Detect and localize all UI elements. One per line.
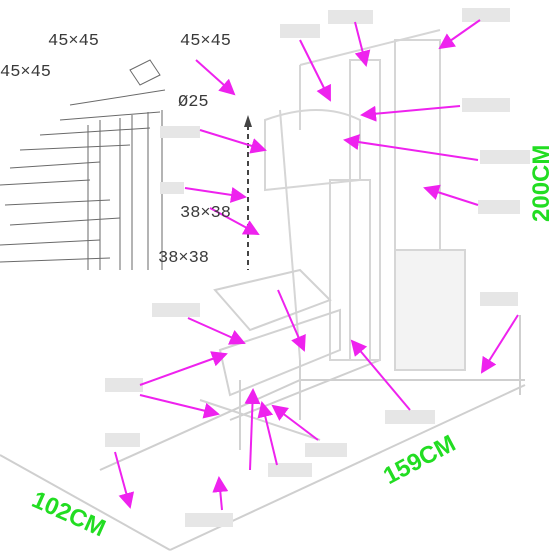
tube-label-a: 45×45	[48, 32, 100, 51]
height-dimension: 200CM	[528, 144, 555, 222]
leader-arrows	[114, 19, 519, 511]
dashed-line-arrowhead	[244, 115, 252, 127]
tube-label-f: 38×38	[158, 249, 210, 268]
tower-frame	[264, 29, 466, 371]
tube-label-d: Ø25	[178, 93, 209, 112]
tube-label-b: 45×45	[180, 32, 232, 51]
tube-label-e: 38×38	[180, 204, 232, 223]
callout-boxes	[105, 8, 530, 527]
bench-frame	[199, 268, 341, 450]
tube-section-sketch	[0, 59, 166, 270]
tube-label-c: 45×45	[0, 63, 52, 82]
